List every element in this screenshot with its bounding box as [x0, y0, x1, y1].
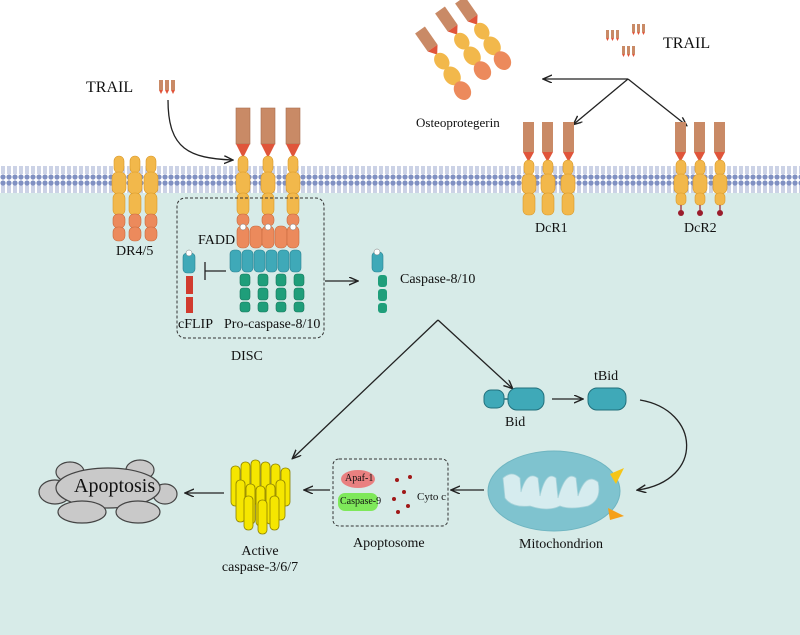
apoptosome-label: Apoptosome — [353, 536, 425, 551]
disc-box — [176, 197, 325, 339]
cytoc-label: Cyto c — [417, 491, 447, 503]
arrow-to-mitochondrion — [638, 399, 688, 490]
fadd-complex — [236, 225, 300, 249]
apaf1-shape — [341, 470, 375, 488]
dr45-label: DR4/5 — [116, 244, 154, 259]
tbid-protein — [587, 387, 627, 411]
mitochondrion-label: Mitochondrion — [519, 537, 603, 552]
procaspase-complex — [229, 249, 305, 313]
trail-label-left: TRAIL — [86, 79, 134, 96]
dcr1-receptor — [521, 122, 576, 216]
bid-protein — [483, 387, 545, 411]
active-caspase-cluster — [230, 459, 291, 535]
apoptosis-label: Apoptosis — [74, 475, 156, 497]
active-caspase-label-line1: Active — [241, 544, 279, 559]
cytoc-dots — [392, 475, 412, 514]
cflip-label: cFLIP — [178, 317, 213, 332]
trail-label-right: TRAIL — [663, 35, 711, 52]
caspase810-label: Caspase-8/10 — [400, 272, 476, 287]
cflip-protein — [182, 249, 196, 313]
apoptotic-cell — [38, 459, 178, 524]
fadd-label: FADD — [198, 233, 236, 248]
dr45-receptor — [111, 155, 159, 242]
caspase9-shape — [338, 493, 378, 511]
trail-ligand-small-right — [606, 24, 645, 57]
arrow-to-dcr2 — [627, 78, 686, 125]
dcr2-receptor — [673, 122, 728, 216]
apoptosome-box — [332, 458, 449, 527]
procaspase-label: Pro-caspase-8/10 — [224, 317, 321, 332]
arrow-to-bid — [437, 319, 512, 388]
trail-bound-trimer — [235, 107, 301, 227]
binding-arrow — [167, 99, 232, 160]
arrow-to-caspase3 — [293, 319, 439, 458]
apaf1-label: Apaf-1 — [345, 473, 374, 484]
tbid-label: tBid — [594, 369, 619, 384]
osteoprotegerin-label: Osteoprotegerin — [416, 115, 500, 130]
disc-label: DISC — [231, 349, 263, 364]
caspase-810-active — [371, 248, 387, 313]
mitochondrion — [487, 450, 624, 532]
cytoplasm — [0, 190, 800, 635]
trail-ligand-small-left — [159, 80, 175, 94]
arrow-to-dcr1 — [574, 78, 629, 124]
active-caspase-label-line2: caspase-3/6/7 — [221, 560, 299, 575]
inhibition-symbol — [204, 262, 226, 280]
caspase9-label: Caspase-9 — [340, 496, 382, 507]
osteoprotegerin — [415, 0, 512, 101]
bid-label: Bid — [505, 415, 526, 430]
dcr2-label: DcR2 — [684, 221, 717, 236]
dcr1-label: DcR1 — [535, 221, 568, 236]
